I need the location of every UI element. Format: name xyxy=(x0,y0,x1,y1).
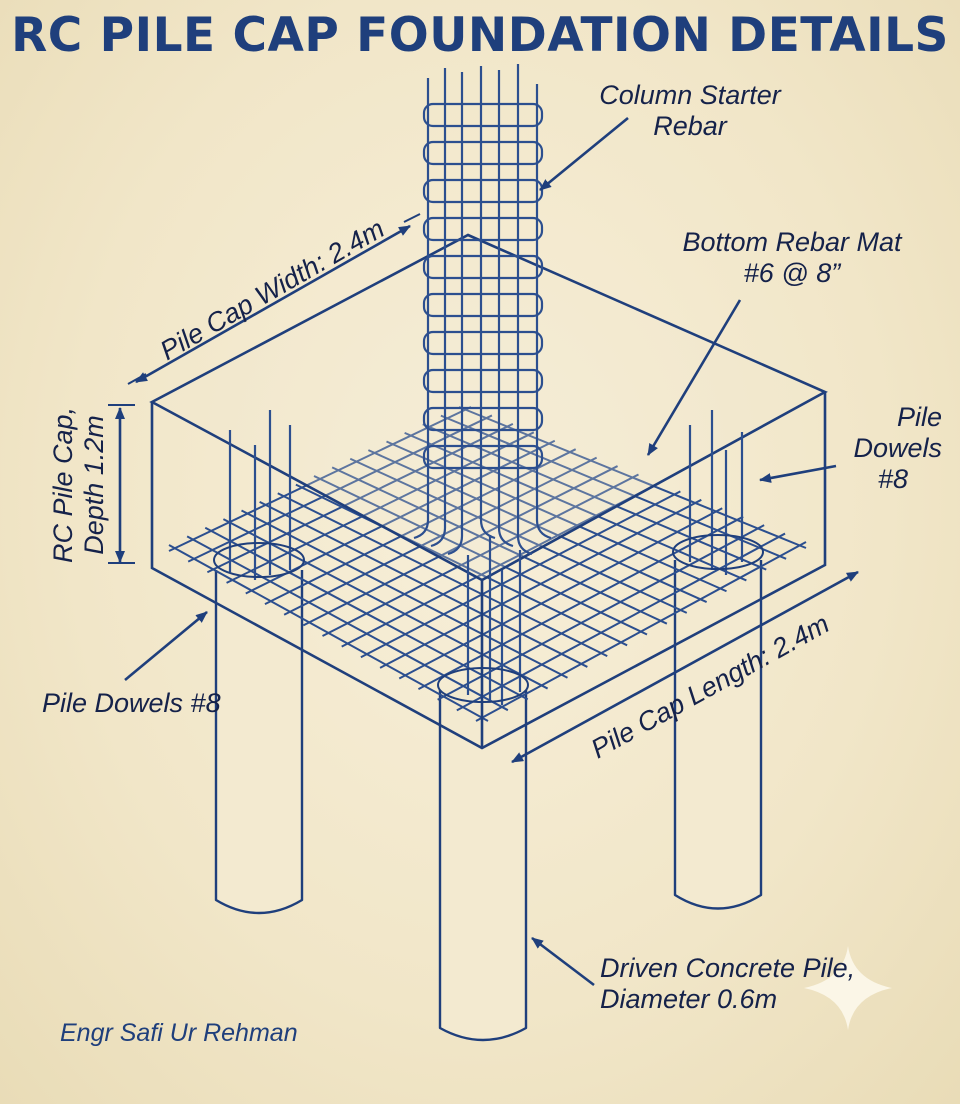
label-column-starter: Column Starter Rebar xyxy=(599,80,781,141)
label-driven-pile: Driven Concrete Pile, Diameter 0.6m xyxy=(600,953,856,1014)
pile-top-right xyxy=(672,534,764,570)
column-vertical-bar xyxy=(447,72,464,556)
label-pile-dowels-left: Pile Dowels #8 xyxy=(42,688,221,718)
column-tie xyxy=(422,216,544,242)
sparkle-icon xyxy=(804,946,892,1030)
rebar-mat-bar xyxy=(341,482,660,648)
pile-back-right xyxy=(673,560,763,910)
rebar-mat-bar xyxy=(386,440,727,593)
column-tie xyxy=(422,444,544,470)
leader-pile-dowels-left xyxy=(124,610,208,682)
column-vertical-bar xyxy=(413,78,430,540)
column-tie xyxy=(422,102,544,128)
pile-back-left xyxy=(214,570,304,915)
column-tie xyxy=(422,292,544,318)
rebar-mat-bar xyxy=(322,473,639,637)
column-vertical-bar xyxy=(497,70,514,548)
dim-length xyxy=(511,570,859,764)
leader-bottom-mat xyxy=(646,299,742,456)
column-tie xyxy=(422,178,544,204)
dim-width xyxy=(135,224,411,384)
column-tie xyxy=(422,330,544,356)
column-vertical-bar xyxy=(516,64,533,556)
column-tie xyxy=(422,406,544,432)
column-tie xyxy=(422,254,544,280)
leader-pile-dowels-right xyxy=(759,464,837,483)
leader-driven-pile xyxy=(531,936,595,987)
column-vertical-bar xyxy=(430,68,447,548)
label-cap-depth: RC Pile Cap, Depth 1.2m xyxy=(48,406,109,564)
label-pile-dowels-right: Pile Dowels #8 xyxy=(853,402,942,494)
leader-column-starter xyxy=(539,116,629,192)
author-signature: Engr Safi Ur Rehman xyxy=(60,1019,298,1047)
label-bottom-rebar-mat: Bottom Rebar Mat #6 @ 8” xyxy=(682,227,902,288)
page-title: RC PILE CAP FOUNDATION DETAILS xyxy=(11,8,949,63)
column-vertical-bar xyxy=(535,84,552,540)
column-starter-rebar xyxy=(413,64,552,556)
pile-front xyxy=(438,690,528,1042)
column-tie xyxy=(422,140,544,166)
column-tie xyxy=(422,368,544,394)
column-vertical-bar xyxy=(479,66,496,540)
pile-top-left xyxy=(213,542,305,578)
